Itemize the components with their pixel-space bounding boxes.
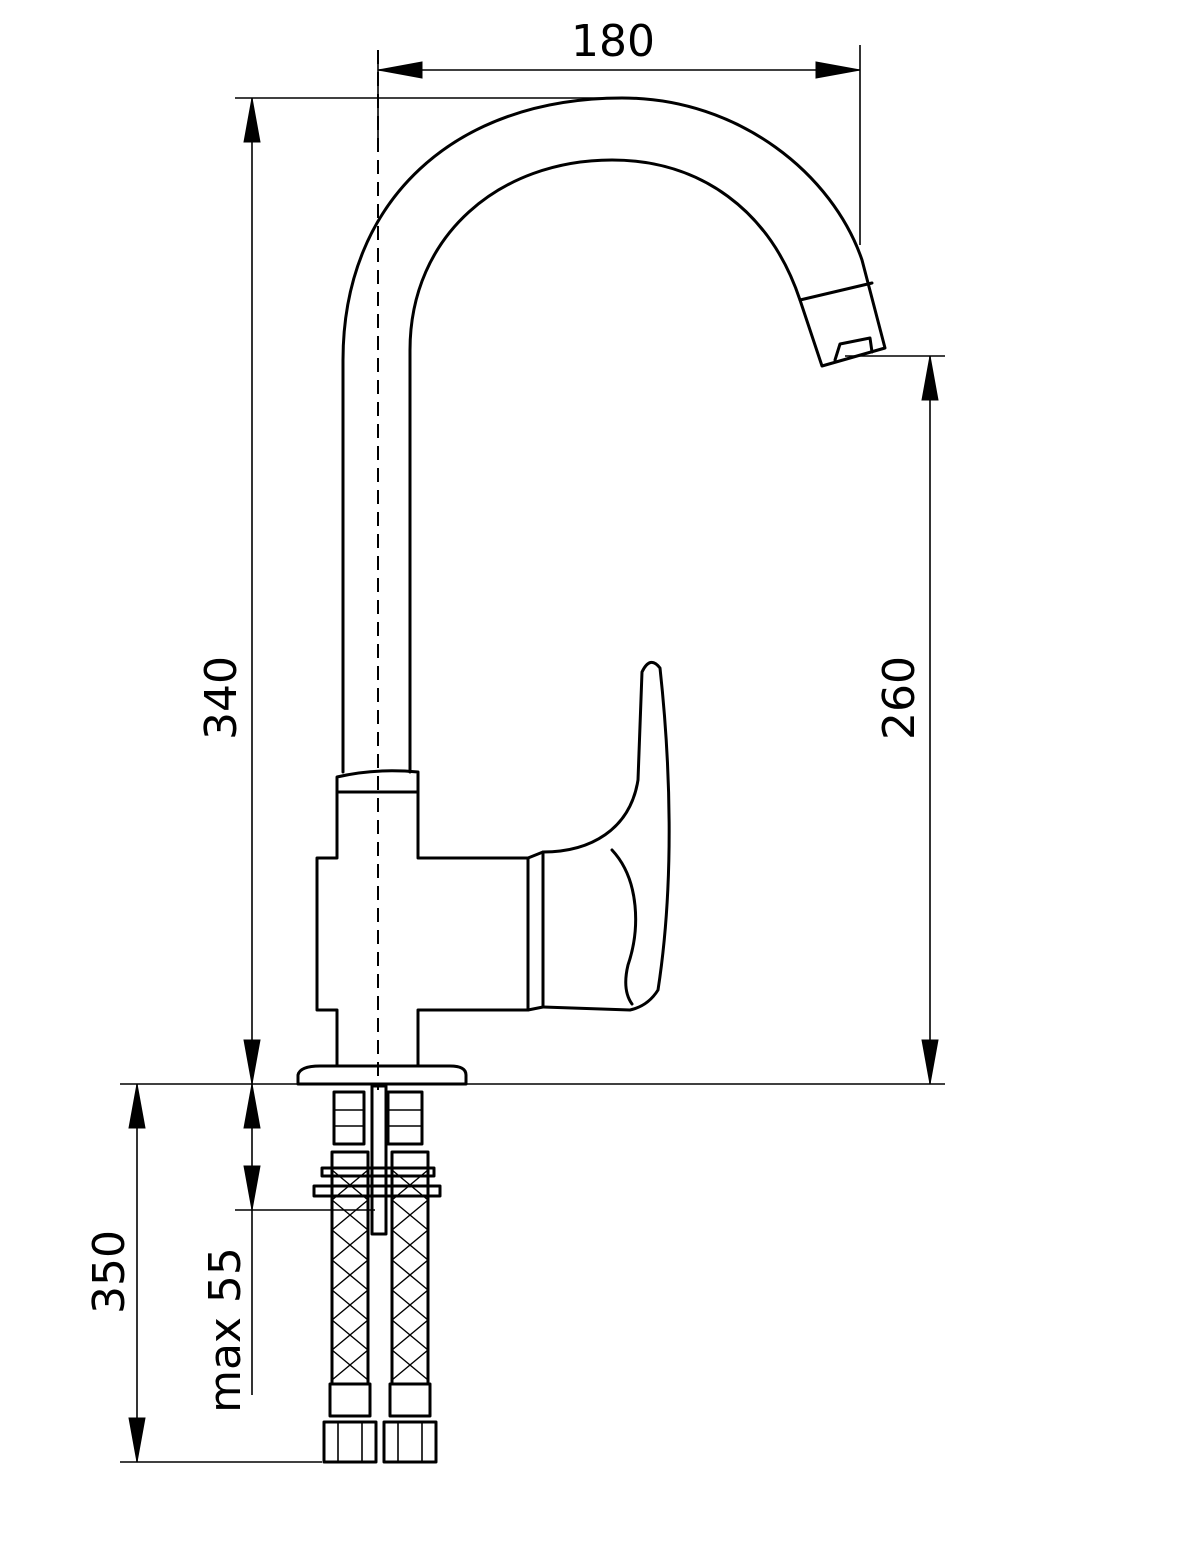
supply-hoses [312, 1084, 442, 1464]
dim-label-hose-length: 350 [84, 1230, 135, 1314]
dim-label-mount-thickness: max 55 [200, 1247, 251, 1413]
dim-label-total-height: 340 [196, 656, 247, 740]
dim-label-spout-reach: 180 [571, 16, 655, 67]
faucet-outline [296, 50, 887, 1090]
dimension-lines [120, 45, 945, 1463]
dim-label-spout-height: 260 [874, 656, 925, 740]
